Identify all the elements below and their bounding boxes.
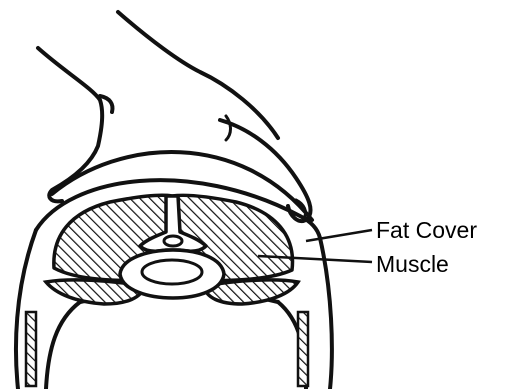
fat-cover-label: Fat Cover	[376, 217, 477, 243]
knuckle-crease	[226, 116, 231, 140]
hand-lower-outline	[38, 48, 102, 201]
vertebra-centrum	[142, 260, 202, 284]
left-rib-hatch	[26, 312, 36, 386]
hand-upper-outline	[118, 12, 278, 138]
loin-muscle-region	[46, 195, 298, 304]
muscle-label: Muscle	[376, 251, 449, 277]
right-rib-hatch	[298, 312, 308, 386]
spinal-canal	[164, 236, 182, 246]
hand-illustration	[38, 12, 311, 221]
body-wall-left-inner	[46, 302, 80, 389]
